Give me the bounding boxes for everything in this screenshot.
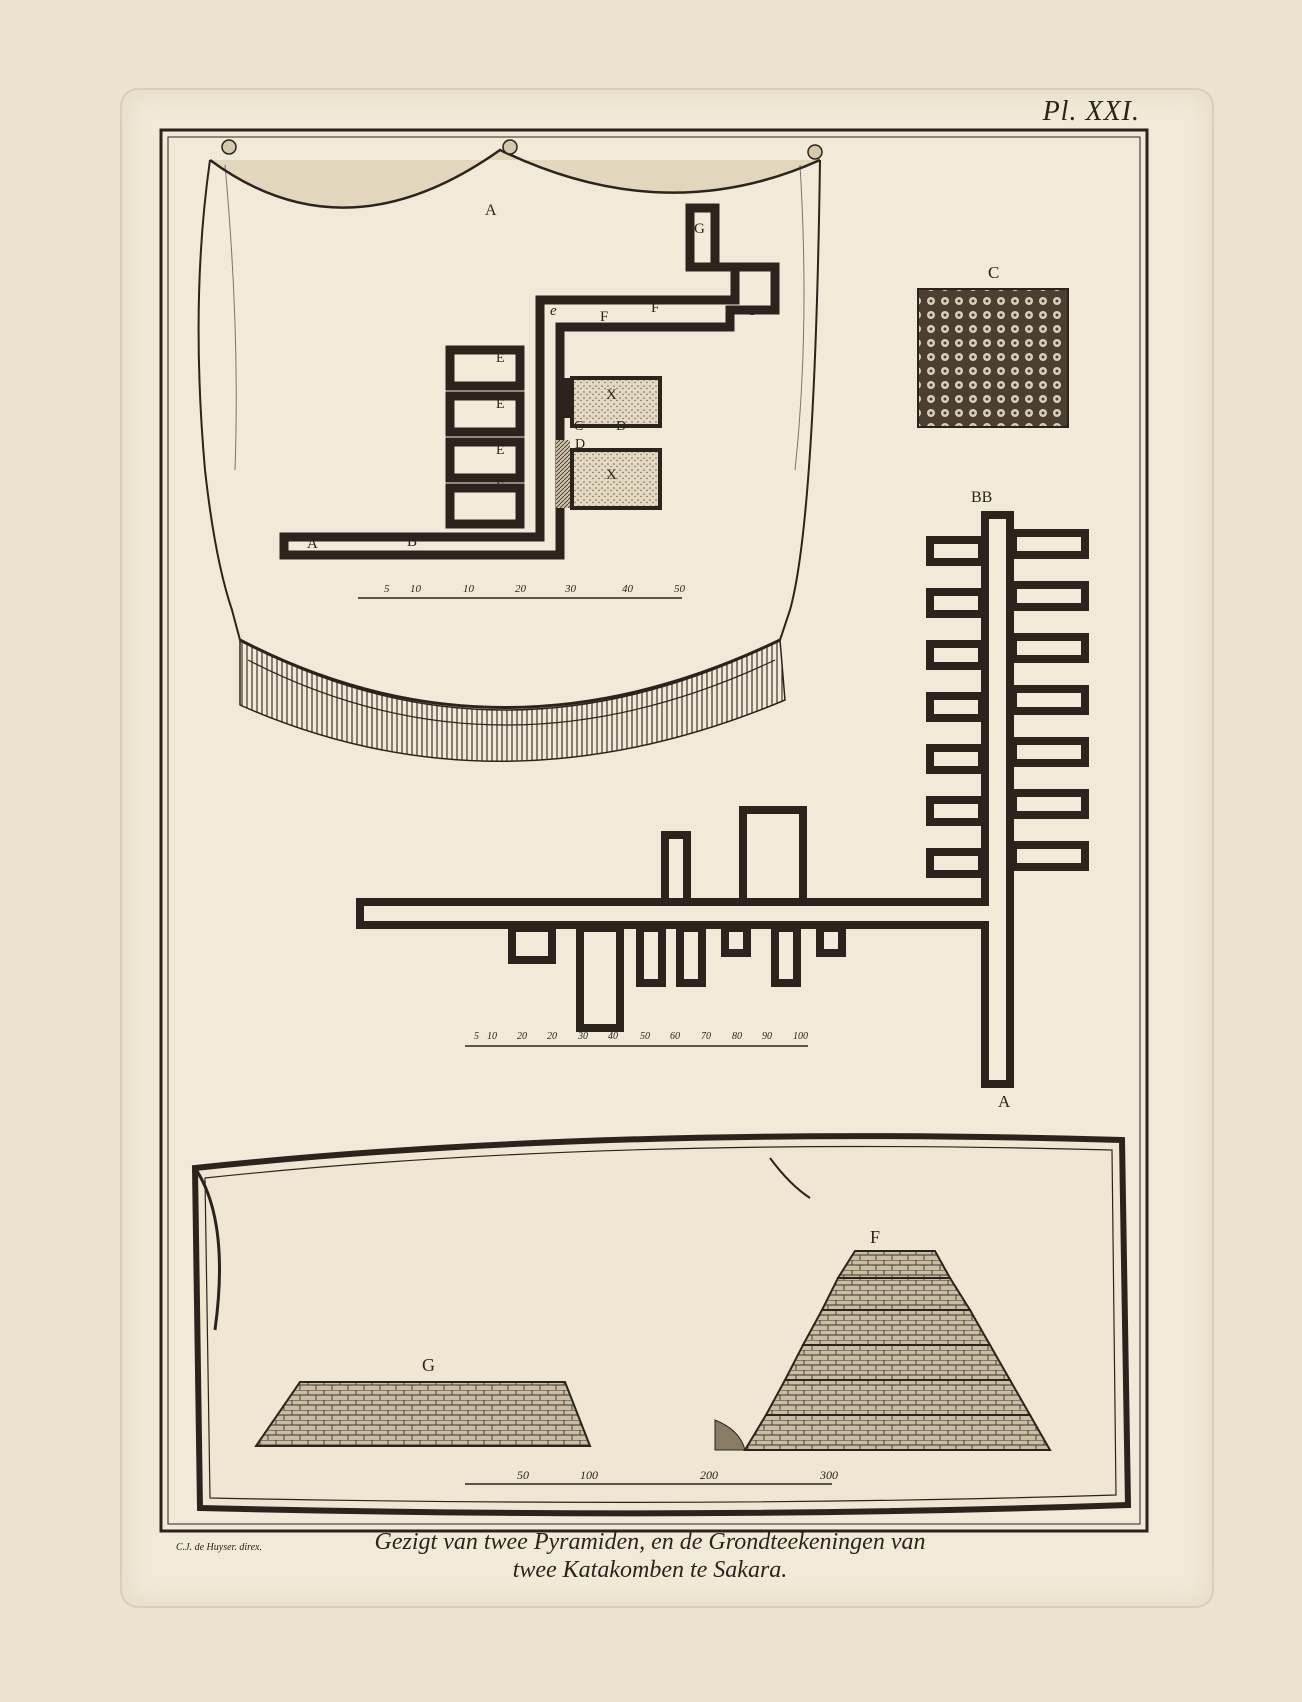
label-x2: X: [606, 467, 617, 483]
scale1-tick: 10: [410, 583, 421, 595]
scale2-tick: 50: [640, 1031, 650, 1042]
scale1-tick: 30: [565, 583, 576, 595]
scale3-tick: 300: [820, 1468, 838, 1482]
scale2-tick: 20: [547, 1031, 557, 1042]
label-f1: F: [600, 309, 609, 325]
label-g2: G: [746, 303, 757, 319]
label-f-pyramid: F: [870, 1227, 881, 1247]
label-a-top: A: [485, 202, 497, 219]
scale2-tick: 10: [487, 1031, 497, 1042]
scale1-tick: 50: [674, 583, 685, 595]
pyramid-g: [254, 1381, 592, 1447]
scale2-tick: 80: [732, 1031, 742, 1042]
catacomb-plan-2: [356, 511, 1089, 1088]
plate-number: Pl. XXI.: [1042, 96, 1140, 127]
label-c-inner: C: [574, 419, 584, 434]
plate-border: [159, 128, 1149, 1533]
scale2-tick: 90: [762, 1031, 772, 1042]
label-e-small: e: [550, 303, 557, 319]
caption-line-1: Gezigt van twee Pyramiden, en de Grondte…: [374, 1529, 926, 1555]
scale1-tick: 5: [384, 583, 390, 595]
plate-caption: Gezigt van twee Pyramiden, en de Grondte…: [260, 1528, 1040, 1584]
catacomb-plan-1: [279, 203, 780, 560]
label-d2: D: [575, 437, 586, 452]
label-d1: D: [616, 419, 627, 434]
label-x1: X: [606, 387, 617, 403]
scale2-tick: 5: [474, 1031, 479, 1042]
drapery-illustration: [197, 139, 823, 763]
label-a-bottom: A: [998, 1092, 1011, 1111]
label-e3: E: [496, 443, 505, 458]
dotted-block-c: [917, 288, 1069, 428]
scale2-tick: 60: [670, 1031, 680, 1042]
label-e4: E: [496, 479, 505, 494]
caption-line-2: twee Katakomben te Sakara.: [512, 1557, 788, 1583]
label-g1: G: [694, 221, 705, 237]
scale2-tick: 20: [517, 1031, 527, 1042]
scale2-tick: 40: [608, 1031, 618, 1042]
scale2-tick: 100: [793, 1031, 808, 1042]
scale2-tick: 30: [578, 1031, 588, 1042]
label-b-left: B: [407, 534, 418, 550]
scale3-tick: 200: [700, 1468, 718, 1482]
label-f2: F: [651, 300, 660, 316]
scale2-tick: 70: [701, 1031, 711, 1042]
label-bb: BB: [971, 489, 993, 506]
label-a-left: A: [307, 536, 318, 552]
label-c-block: C: [988, 263, 1000, 282]
scale3-tick: 100: [580, 1468, 598, 1482]
engraver-credit: C.J. de Huyser. direx.: [176, 1542, 262, 1553]
scale1-tick: 40: [622, 583, 633, 595]
label-e2: E: [496, 397, 505, 412]
scale1-tick: 20: [515, 583, 526, 595]
label-e1: E: [496, 351, 505, 366]
label-g-pyramid: G: [422, 1355, 435, 1375]
scale3-tick: 50: [517, 1468, 529, 1482]
pyramid-panel: [191, 1133, 1132, 1517]
scale1-tick: 10: [463, 583, 474, 595]
pyramid-f: [714, 1250, 1052, 1451]
